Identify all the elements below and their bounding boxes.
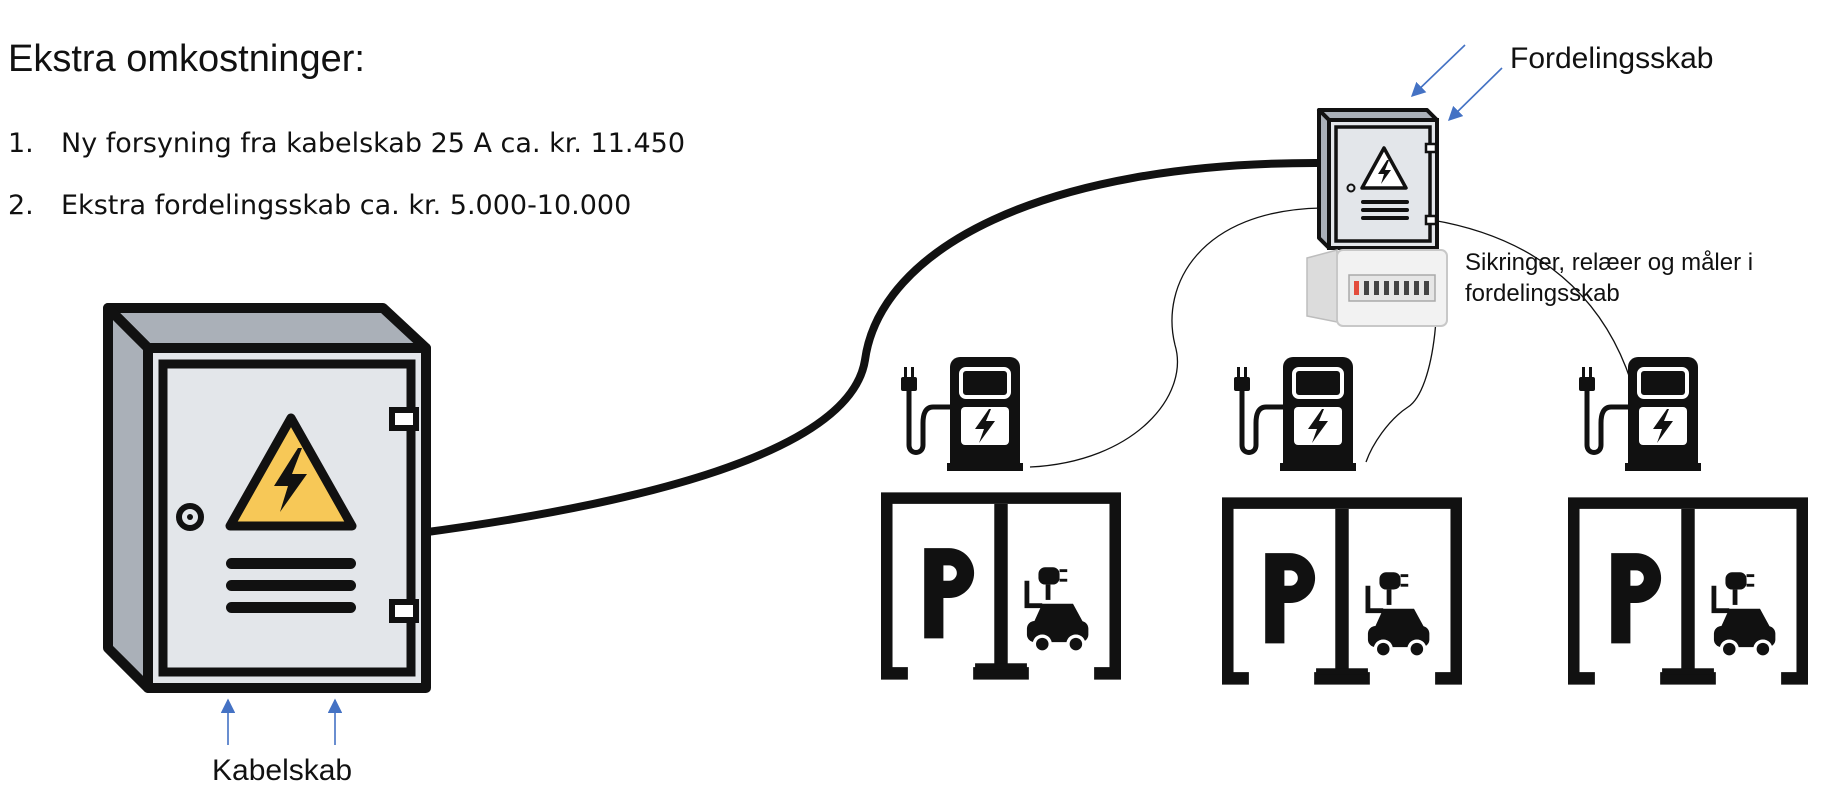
supply-cable — [419, 158, 1321, 537]
fordelingsskab-label: Fordelingsskab — [1510, 42, 1714, 75]
list-item-number: 2. — [8, 190, 34, 221]
sikringer-label-line1: Sikringer, relæer og måler i — [1465, 249, 1754, 276]
pointer-arrow — [1410, 44, 1466, 97]
ev-charging-station-icon — [901, 357, 1023, 471]
cost-list: 1. Ny forsyning fra kabelskab 25 A ca. kr… — [8, 128, 685, 252]
list-item: 1. Ny forsyning fra kabelskab 25 A ca. kr… — [8, 128, 685, 190]
fuse-panel-icon — [1306, 249, 1448, 327]
cable-cabinet-icon — [103, 303, 431, 693]
parking-sign-icon — [881, 492, 1121, 679]
parking-sign-icon — [1568, 497, 1808, 684]
pointer-arrow — [1447, 67, 1503, 122]
list-item: 2. Ekstra fordelingsskab ca. kr. 5.000-10… — [8, 190, 685, 252]
page-title: Ekstra omkostninger: — [8, 38, 365, 80]
high-voltage-warning-icon — [225, 413, 357, 531]
list-item-number: 1. — [8, 128, 34, 159]
sikringer-label: Sikringer, relæer og måler i fordelingss… — [1465, 247, 1753, 309]
distribution-cabinet-icon — [1317, 108, 1439, 250]
sikringer-label-line2: fordelingsskab — [1465, 280, 1620, 307]
cable-to-charger-1 — [1029, 207, 1323, 468]
list-item-text: Ekstra fordelingsskab ca. kr. 5.000-10.0… — [61, 190, 632, 221]
ev-charging-station-icon — [1234, 357, 1356, 471]
list-item-text: Ny forsyning fra kabelskab 25 A ca. kr. … — [61, 128, 686, 159]
ev-charging-station-icon — [1579, 357, 1701, 471]
kabelskab-label: Kabelskab — [212, 754, 353, 787]
parking-sign-icon — [1222, 497, 1462, 684]
